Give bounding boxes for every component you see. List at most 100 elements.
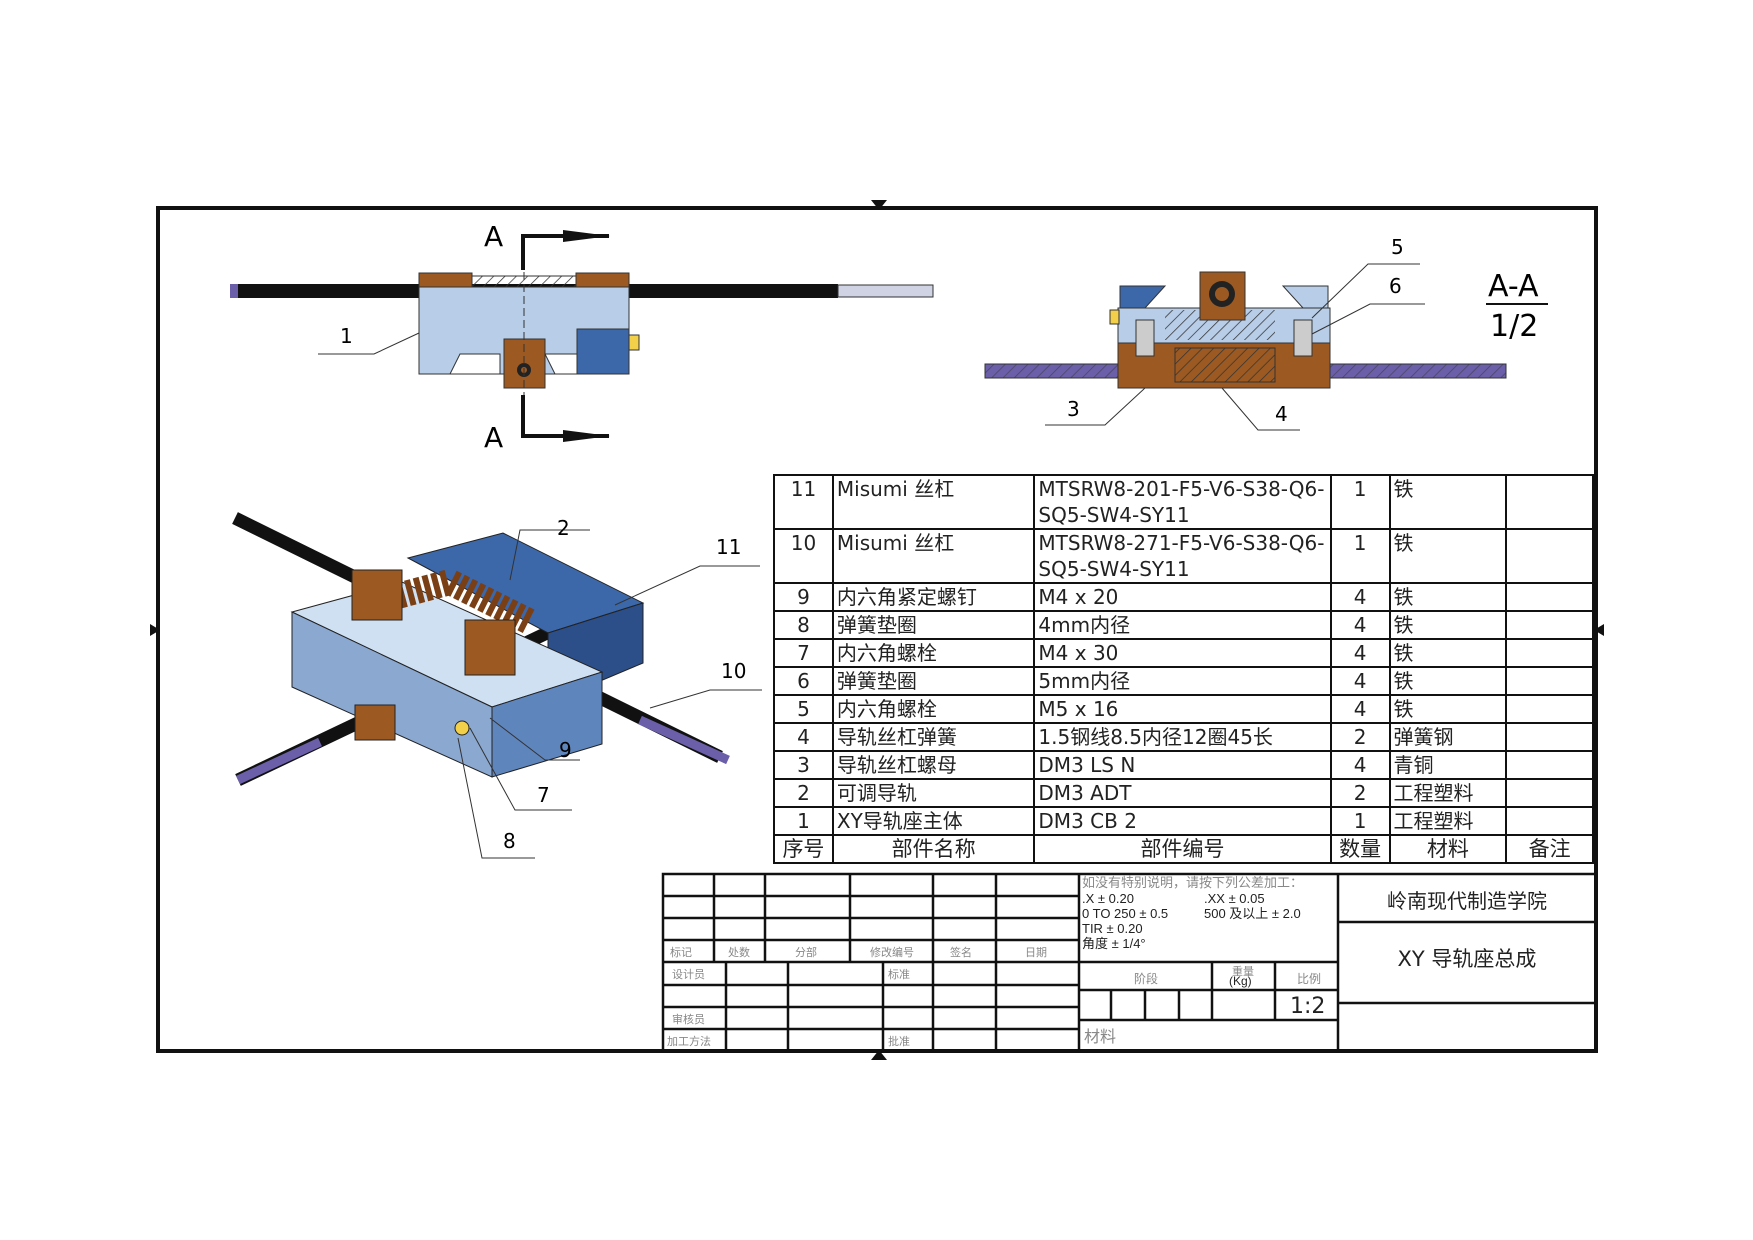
bom-header-name: 部件名称 xyxy=(831,834,1036,864)
tolerance-x: .X ± 0.20 xyxy=(1082,891,1134,906)
bom-cell-name: Misumi 丝杠 xyxy=(831,528,1036,584)
bom-cell-no: 11 xyxy=(773,474,834,530)
bom-cell-note xyxy=(1505,582,1594,612)
balloon-10: 10 xyxy=(721,659,746,683)
balloon-2: 2 xyxy=(557,516,570,540)
bom-cell-note xyxy=(1505,778,1594,808)
tolerance-tir: TIR ± 0.20 xyxy=(1082,921,1143,936)
bom-cell-note xyxy=(1505,722,1594,752)
weight-label: 重量 xyxy=(1232,965,1254,978)
tolerance-xx: .XX ± 0.05 xyxy=(1204,891,1265,906)
bom-cell-no: 5 xyxy=(773,694,834,724)
designer-label: 设计员 xyxy=(672,968,705,981)
standard-label: 标准 xyxy=(888,968,910,981)
bom-cell-code: DM3 CB 2 xyxy=(1033,806,1332,836)
bom-cell-material: 铁 xyxy=(1388,666,1508,696)
tolerance-range2: 500 及以上 ± 2.0 xyxy=(1204,906,1301,921)
bom-cell-note xyxy=(1505,638,1594,668)
bom-cell-name: 内六角螺栓 xyxy=(831,694,1036,724)
section-view: 5 6 3 4 A-A 1/2 xyxy=(984,235,1548,431)
checker-label: 审核员 xyxy=(672,1013,705,1026)
balloon-5: 5 xyxy=(1391,235,1404,259)
balloon-4: 4 xyxy=(1275,402,1288,426)
section-view-scale: 1/2 xyxy=(1490,309,1538,344)
rev-header-section: 分部 xyxy=(795,946,817,959)
bom-cell-code: 5mm内径 xyxy=(1033,666,1332,696)
bom-cell-name: 弹簧垫圈 xyxy=(831,610,1036,640)
rev-header-date: 日期 xyxy=(1025,946,1047,959)
bom-cell-code: DM3 ADT xyxy=(1033,778,1332,808)
balloon-7: 7 xyxy=(537,783,550,807)
bom-cell-qty: 4 xyxy=(1329,638,1391,668)
balloon-1: 1 xyxy=(340,324,353,348)
bom-cell-name: 弹簧垫圈 xyxy=(831,666,1036,696)
material-label: 材料 xyxy=(1084,1027,1117,1046)
bom-cell-material: 工程塑料 xyxy=(1388,778,1508,808)
section-label-top: A xyxy=(484,220,503,253)
bom-cell-material: 弹簧钢 xyxy=(1388,722,1508,752)
bom-cell-name: 内六角紧定螺钉 xyxy=(831,582,1036,612)
bom-cell-qty: 1 xyxy=(1329,474,1391,530)
process-label: 加工方法 xyxy=(667,1035,711,1048)
bom-cell-code: 1.5钢线8.5内径12圈45长 xyxy=(1033,722,1332,752)
tolerance-intro: 如没有特别说明，请按下列公差加工： xyxy=(1082,876,1304,891)
bom-cell-note xyxy=(1505,528,1594,584)
bom-cell-name: 导轨丝杠螺母 xyxy=(831,750,1036,780)
bom-cell-no: 9 xyxy=(773,582,834,612)
bom-cell-code: M4 x 20 xyxy=(1033,582,1332,612)
bom-cell-no: 8 xyxy=(773,610,834,640)
bom-cell-material: 铁 xyxy=(1388,610,1508,640)
balloon-8: 8 xyxy=(503,829,516,853)
rev-header-count: 处数 xyxy=(728,946,750,959)
bom-cell-qty: 1 xyxy=(1329,806,1391,836)
bom-cell-note xyxy=(1505,694,1594,724)
bom-cell-code: M4 x 30 xyxy=(1033,638,1332,668)
bom-cell-name: 导轨丝杠弹簧 xyxy=(831,722,1036,752)
bom-cell-qty: 4 xyxy=(1329,750,1391,780)
weight-unit: (Kg) xyxy=(1229,974,1252,988)
bom-cell-note xyxy=(1505,750,1594,780)
balloon-6: 6 xyxy=(1389,274,1402,298)
tolerance-range1: 0 TO 250 ± 0.5 xyxy=(1082,906,1169,921)
scale-label: 比例 xyxy=(1297,972,1322,986)
stage-label: 阶段 xyxy=(1134,972,1159,986)
bom-cell-qty: 4 xyxy=(1329,666,1391,696)
bom-cell-qty: 4 xyxy=(1329,610,1391,640)
bom-cell-code: MTSRW8-201-F5-V6-S38-Q6-SQ5-SW4-SY11 xyxy=(1033,474,1332,530)
bom-cell-note xyxy=(1505,610,1594,640)
bom-cell-material: 铁 xyxy=(1388,638,1508,668)
rev-header-sign: 签名 xyxy=(950,946,972,959)
bom-cell-code: MTSRW8-271-F5-V6-S38-Q6-SQ5-SW4-SY11 xyxy=(1033,528,1332,584)
bom-header-no: 序号 xyxy=(773,834,834,864)
bom-cell-qty: 2 xyxy=(1329,722,1391,752)
balloon-9: 9 xyxy=(559,738,572,762)
bom-cell-note xyxy=(1505,806,1594,836)
bom-header-code: 部件编号 xyxy=(1033,834,1332,864)
bom-cell-qty: 1 xyxy=(1329,528,1391,584)
school-name: 岭南现代制造学院 xyxy=(1387,889,1547,913)
bom-cell-name: XY导轨座主体 xyxy=(831,806,1036,836)
bom-cell-code: 4mm内径 xyxy=(1033,610,1332,640)
bom-cell-qty: 4 xyxy=(1329,582,1391,612)
bom-cell-material: 铁 xyxy=(1388,582,1508,612)
bom-cell-code: DM3 LS N xyxy=(1033,750,1332,780)
bom-cell-material: 铁 xyxy=(1388,528,1508,584)
bom-cell-no: 3 xyxy=(773,750,834,780)
rev-header-mark: 标记 xyxy=(670,946,692,959)
bom-header-material: 材料 xyxy=(1388,834,1508,864)
bom-cell-no: 6 xyxy=(773,666,834,696)
balloon-3: 3 xyxy=(1067,397,1080,421)
bom-cell-no: 4 xyxy=(773,722,834,752)
bom-header-note: 备注 xyxy=(1505,834,1594,864)
bom-cell-code: M5 x 16 xyxy=(1033,694,1332,724)
bom-cell-material: 青铜 xyxy=(1388,750,1508,780)
bom-cell-material: 铁 xyxy=(1388,694,1508,724)
